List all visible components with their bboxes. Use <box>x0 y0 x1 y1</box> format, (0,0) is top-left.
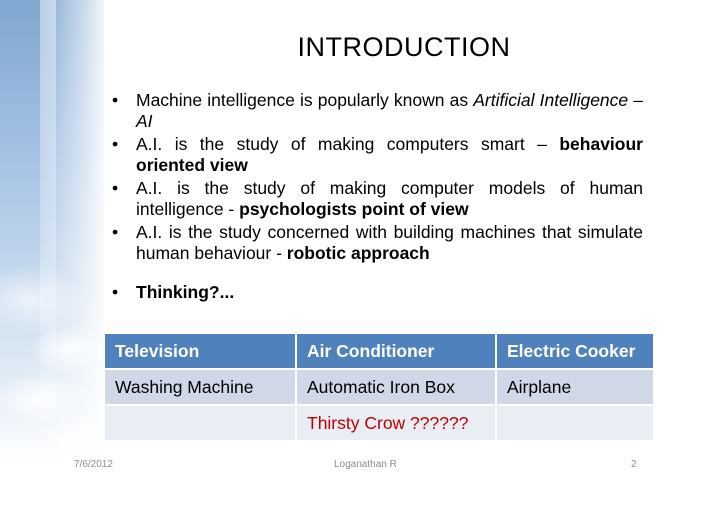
thirsty-crow-cell: Thirsty Crow ?????? <box>296 405 496 441</box>
examples-table: Television Air Conditioner Electric Cook… <box>104 333 654 441</box>
bullet-text: Machine intelligence is popularly known … <box>136 90 474 110</box>
table-cell: Washing Machine <box>104 369 296 405</box>
table-cell: Airplane <box>496 369 654 405</box>
table-row: Washing Machine Automatic Iron Box Airpl… <box>104 369 654 405</box>
bullet-icon: • <box>112 282 119 302</box>
bullet-item: • Machine intelligence is popularly know… <box>108 90 643 132</box>
slide-title: INTRODUCTION <box>297 32 511 62</box>
footer-page-number: 2 <box>631 459 637 470</box>
table-cell: Air Conditioner <box>296 333 496 369</box>
table-cell <box>496 405 654 441</box>
bullet-item: • A.I. is the study concerned with build… <box>108 222 643 264</box>
bullet-icon: • <box>112 222 119 242</box>
bullet-list: • Machine intelligence is popularly know… <box>108 90 643 305</box>
table-cell <box>104 405 296 441</box>
bullet-text: A.I. is the study of making computer mod… <box>136 178 643 219</box>
footer-author: Loganathan R <box>334 459 397 470</box>
table-cell: Automatic Iron Box <box>296 369 496 405</box>
bullet-text: A.I. is the study of making computers sm… <box>136 134 560 154</box>
table-cell: Television <box>104 333 296 369</box>
bullet-item: • Thinking?... <box>108 282 643 303</box>
bullet-bold: Thinking?... <box>136 282 235 302</box>
bullet-emphasis: Artificial Intelligence – AI <box>136 90 644 131</box>
table-cell: Electric Cooker <box>496 333 654 369</box>
bullet-item: • A.I. is the study of making computers … <box>108 134 643 176</box>
footer-date: 7/6/2012 <box>74 459 113 470</box>
bullet-icon: • <box>112 178 119 198</box>
bullet-bold: psychologists point of view <box>239 199 469 219</box>
bullet-item: • A.I. is the study of making computer m… <box>108 178 643 220</box>
sky-fade <box>40 0 110 470</box>
sky-bottom-fade <box>0 420 110 480</box>
table-header-row: Television Air Conditioner Electric Cook… <box>104 333 654 369</box>
bullet-icon: • <box>112 134 119 154</box>
bullet-bold: behaviour oriented view <box>136 134 643 175</box>
bullet-text: A.I. is the study concerned with buildin… <box>136 222 643 263</box>
table-row: Thirsty Crow ?????? <box>104 405 654 441</box>
bullet-bold: robotic approach <box>286 243 430 263</box>
bullet-icon: • <box>112 90 119 110</box>
